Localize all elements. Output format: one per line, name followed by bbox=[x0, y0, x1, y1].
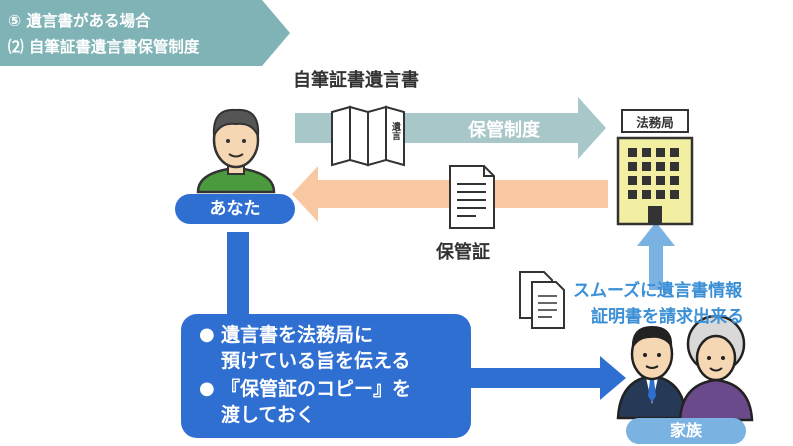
family-label: 家族 bbox=[626, 418, 746, 444]
system-label: 保管制度 bbox=[468, 120, 540, 141]
banner-shape bbox=[0, 0, 290, 66]
certificate-label: 保管証 bbox=[436, 242, 490, 263]
document-title: 自筆証書遺言書 bbox=[293, 70, 419, 91]
office-label: 法務局 bbox=[636, 115, 674, 130]
legal-affairs-bureau-building-icon bbox=[616, 109, 694, 226]
bullet-dot-1: ● bbox=[199, 324, 215, 345]
certificate-document-icon bbox=[449, 165, 495, 229]
connector-vertical bbox=[227, 232, 249, 320]
bullet-1-line-2: 預けている旨を伝える bbox=[221, 350, 411, 372]
bullet-2-line-2: 渡しておく bbox=[221, 404, 315, 426]
title-banner bbox=[0, 0, 290, 66]
banner-line-1: ⑤ 遺言書がある場合 bbox=[8, 12, 151, 30]
instruction-box: ● 遺言書を法務局に 預けている旨を伝える ● 『保管証のコピー』を 渡しておく bbox=[181, 314, 471, 438]
notice-line-1: スムーズに遺言書情報 bbox=[573, 281, 743, 301]
you-label: あなた bbox=[175, 194, 295, 224]
stacked-documents-icon bbox=[519, 271, 565, 329]
notice-line-2: 証明書を請求出来る bbox=[591, 307, 744, 327]
banner-line-2: ⑵ 自筆証書遺言書保管制度 bbox=[8, 38, 200, 56]
person-you-icon bbox=[196, 108, 276, 194]
bullet-dot-2: ● bbox=[199, 378, 215, 399]
family-man-icon bbox=[616, 326, 688, 420]
bullet-2-line-1: 『保管証のコピー』を bbox=[221, 378, 412, 400]
folded-will-icon bbox=[331, 105, 405, 167]
family-woman-icon bbox=[678, 314, 754, 422]
request-arrow bbox=[637, 222, 675, 290]
will-glyph: 遺言 bbox=[390, 122, 400, 140]
bullet-1-line-1: 遺言書を法務局に bbox=[221, 324, 374, 346]
family-arrow bbox=[470, 356, 626, 400]
deposit-arrow bbox=[295, 97, 606, 159]
